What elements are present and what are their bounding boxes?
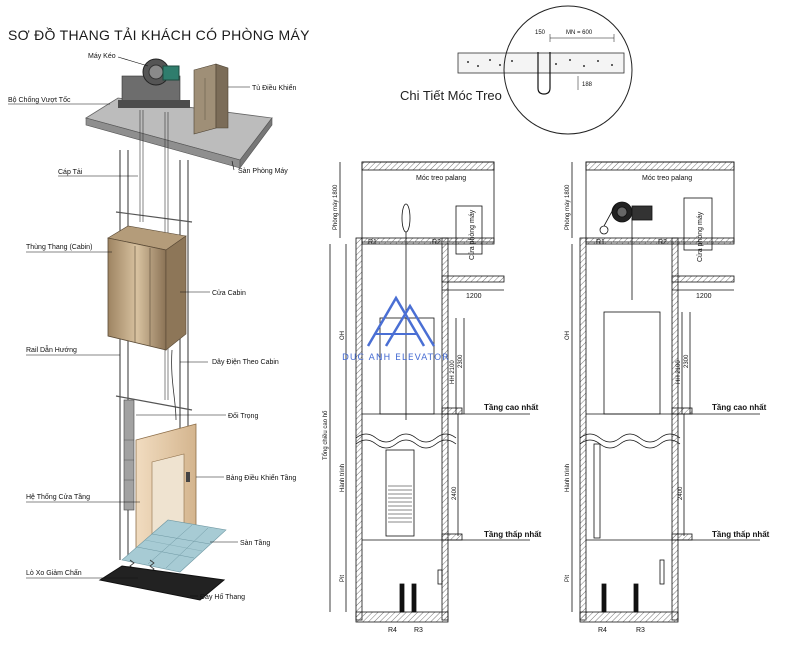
elevator-3d-illustration bbox=[85, 58, 273, 601]
label-tu-dieu-khien: Tủ Điều Khiển bbox=[252, 83, 296, 92]
s2-hh: HH 2100 bbox=[676, 360, 682, 384]
page-title: SƠ ĐỒ THANG TẢI KHÁCH CÓ PHÒNG MÁY bbox=[8, 27, 310, 43]
traveling-cable bbox=[171, 349, 177, 421]
s2-dim-1200: 1200 bbox=[696, 293, 712, 300]
s1-oh: OH bbox=[340, 331, 346, 340]
hook-dim-150: 150 bbox=[535, 30, 546, 36]
s2-2300: 2300 bbox=[684, 354, 690, 368]
landing-call-panel bbox=[186, 472, 190, 482]
s1-r4: R4 bbox=[388, 627, 397, 634]
traction-machine bbox=[118, 58, 190, 108]
label-day-ho-thang: Đáy Hố Thang bbox=[200, 592, 245, 601]
label-san-tang: Sàn Tầng bbox=[240, 538, 270, 547]
label-lo-xo-giam-chan: Lò Xo Giảm Chấn bbox=[26, 568, 82, 577]
s2-r1: R1 bbox=[596, 239, 605, 246]
s1-moc-treo: Móc treo palang bbox=[416, 175, 466, 182]
s1-hh: HH 2100 bbox=[450, 360, 456, 384]
s2-oh: OH bbox=[565, 331, 571, 340]
cabin bbox=[107, 225, 187, 351]
s1-pit: Pit bbox=[340, 575, 346, 582]
hook-dim-600: MN = 600 bbox=[566, 30, 593, 36]
label-cua-cabin: Cửa Cabin bbox=[212, 289, 246, 297]
section-1-labels: Móc treo palang R1 R2 1200 Tầng cao nhất… bbox=[322, 175, 542, 634]
s1-tang-thap-nhat: Tầng thấp nhất bbox=[484, 530, 542, 539]
s1-hanh-trinh: Hành trình bbox=[340, 464, 346, 492]
s2-tang-cao-nhat: Tầng cao nhất bbox=[712, 403, 767, 412]
s2-hanh-trinh: Hành trình bbox=[565, 464, 571, 492]
s2-moc-treo: Móc treo palang bbox=[642, 175, 692, 182]
counterweight bbox=[123, 399, 135, 511]
label-rail-dan-huong: Rail Dẫn Hướng bbox=[26, 345, 77, 354]
section-2-labels: Móc treo palang R1 R2 1200 Tầng cao nhất… bbox=[565, 175, 770, 634]
label-he-thong-cua-tang: Hệ Thống Cửa Tầng bbox=[26, 492, 90, 501]
landing-floor bbox=[121, 519, 227, 573]
hook-detail-label: Chi Tiết Móc Treo bbox=[400, 88, 502, 103]
label-cap-tai: Cáp Tải bbox=[58, 169, 83, 176]
s2-phong-may: Phòng máy 1800 bbox=[565, 184, 571, 230]
hook-dim-188: 188 bbox=[582, 82, 593, 88]
left-label-leaders bbox=[8, 56, 250, 597]
s2-r4: R4 bbox=[598, 627, 607, 634]
watermark-text: DUC ANH ELEVATOR bbox=[342, 353, 449, 363]
s2-tang-thap-nhat: Tầng thấp nhất bbox=[712, 530, 770, 539]
label-san-phong-may: Sàn Phòng Máy bbox=[238, 168, 288, 175]
s1-tang-cao-nhat: Tầng cao nhất bbox=[484, 403, 539, 412]
s1-2300: 2300 bbox=[458, 354, 464, 368]
left-labels: Máy Kéo Tủ Điều Khiển Bộ Chống Vượt Tốc … bbox=[8, 53, 296, 601]
s2-r2: R2 bbox=[658, 239, 667, 246]
s1-r3: R3 bbox=[414, 627, 423, 634]
label-may-keo: Máy Kéo bbox=[88, 53, 116, 60]
s2-2400: 2400 bbox=[678, 486, 684, 500]
s2-cua-phong-may: Cửa phòng máy bbox=[696, 211, 704, 262]
pit-floor bbox=[98, 565, 226, 601]
s2-pit: Pit bbox=[565, 575, 571, 582]
section-drawing-2 bbox=[571, 161, 760, 623]
label-doi-trong: Đối Trọng bbox=[228, 411, 258, 420]
label-bo-chong-vuot-toc: Bộ Chống Vượt Tốc bbox=[8, 95, 71, 104]
s1-phong-may: Phòng máy 1800 bbox=[333, 184, 339, 230]
s1-2400: 2400 bbox=[452, 486, 458, 500]
s2-r3: R3 bbox=[636, 627, 645, 634]
s1-r2: R2 bbox=[432, 239, 441, 246]
section-drawing-1 bbox=[329, 161, 530, 623]
s1-r1: R1 bbox=[368, 239, 377, 246]
hook-detail: MN = 600 150 188 Chi Tiết Móc Treo bbox=[400, 5, 633, 135]
label-thung-thang: Thùng Thang (Cabin) bbox=[26, 244, 92, 251]
s1-tong-chieu-cao: Tổng chiều cao hố bbox=[322, 410, 329, 460]
control-cabinet bbox=[193, 63, 229, 135]
label-bang-dieu-khien-tang: Bảng Điều Khiển Tầng bbox=[226, 473, 296, 482]
s1-cua-phong-may: Cửa phòng máy bbox=[468, 209, 476, 260]
label-day-dien: Dây Điện Theo Cabin bbox=[212, 359, 279, 366]
watermark: DUC ANH ELEVATOR bbox=[342, 295, 449, 363]
s1-dim-1200: 1200 bbox=[466, 293, 482, 300]
